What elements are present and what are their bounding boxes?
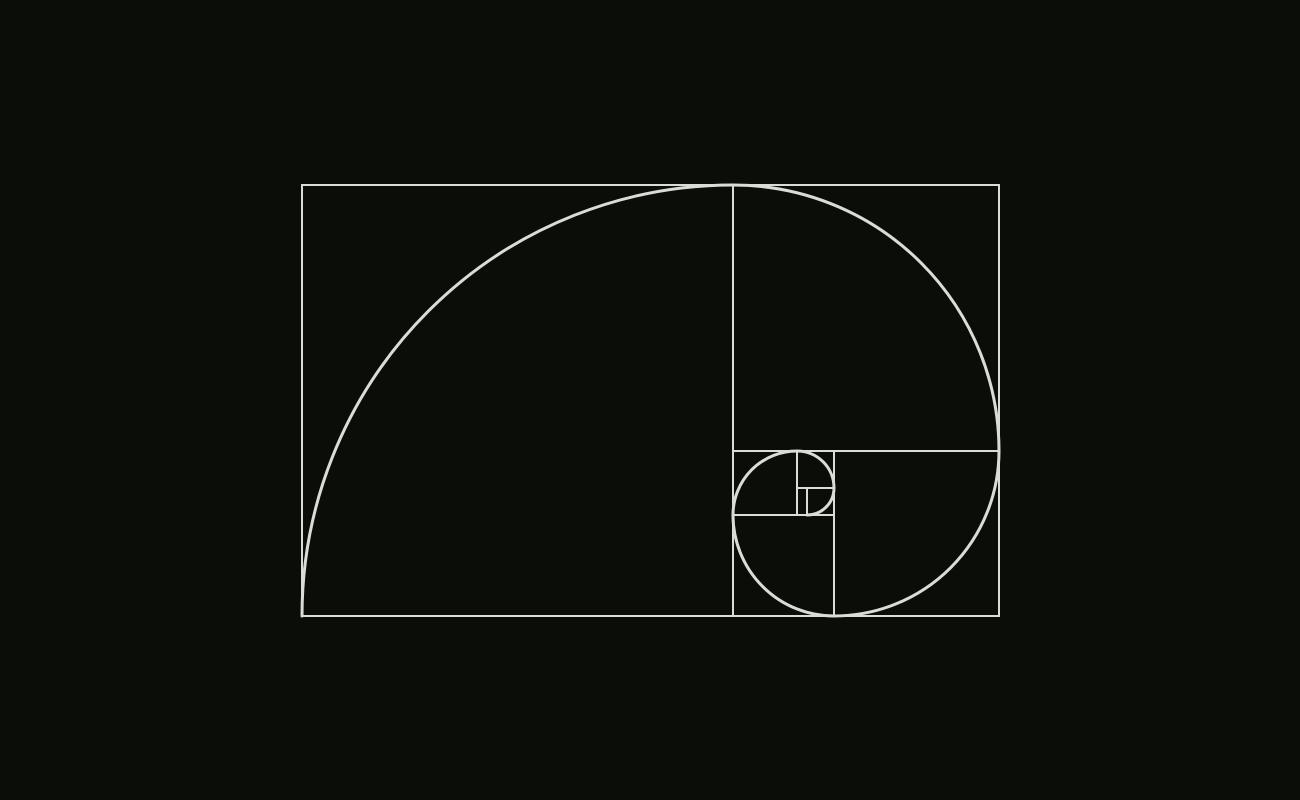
spiral-arc-4 [731, 513, 836, 618]
spiral-arc-7 [805, 486, 836, 517]
spiral-arc-2 [731, 183, 1001, 453]
spiral-arc-1 [300, 183, 735, 618]
golden-rectangle-subdivisions [301, 184, 1000, 617]
spiral-arc-6 [795, 449, 836, 490]
spiral-arc-5 [731, 449, 799, 517]
square-7 [806, 487, 835, 516]
spiral-arc-3 [832, 449, 1001, 618]
golden-spiral [300, 183, 1001, 618]
